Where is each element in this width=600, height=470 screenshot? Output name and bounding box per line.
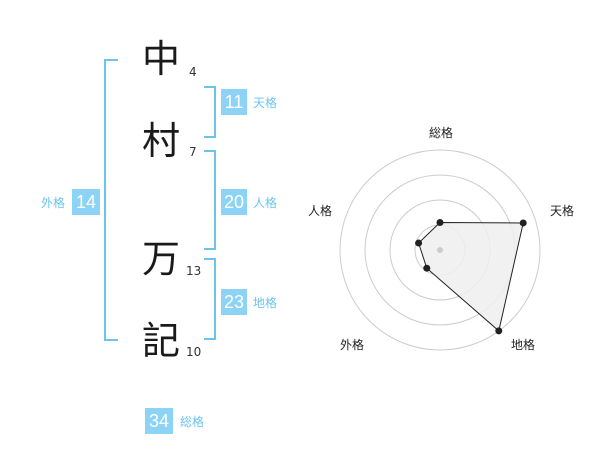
soukaku-value: 34 <box>145 408 173 434</box>
radar-ring <box>339 149 541 351</box>
chikaku-value: 23 <box>221 289 247 315</box>
radar-point-chikaku <box>495 327 503 335</box>
tenkaku-value: 11 <box>221 89 247 115</box>
name-char-1: 中 <box>142 37 181 81</box>
tenkaku-label: 天格 <box>253 96 278 110</box>
radar-center <box>437 247 443 253</box>
name-char-3: 万 <box>142 237 181 281</box>
soukaku-label: 総格 <box>180 415 205 429</box>
chikaku-label: 地格 <box>253 296 278 310</box>
jinkaku-bracket <box>204 150 216 250</box>
radar-label-soukaku: 総格 <box>429 126 454 140</box>
stroke-count-3: 13 <box>186 264 202 278</box>
radar-point-tenkaku <box>519 219 527 227</box>
radar-label-tenkaku: 天格 <box>550 204 575 218</box>
stroke-count-4: 10 <box>186 345 202 359</box>
radar-label-jinkaku: 人格 <box>308 204 333 218</box>
radar-point-soukaku <box>436 219 444 226</box>
radar-label-chikaku: 地格 <box>511 338 536 352</box>
stroke-count-2: 7 <box>189 145 197 159</box>
radar-area <box>418 221 524 332</box>
chikaku-bracket <box>204 258 216 340</box>
gaikaku-label: 外格 <box>41 196 66 210</box>
radar-point-jinkaku <box>415 239 423 247</box>
radar-point-gaikaku <box>423 264 431 272</box>
gaikaku-bracket <box>104 59 118 341</box>
jinkaku-label: 人格 <box>253 196 278 210</box>
radar-points <box>415 219 527 335</box>
stroke-count-1: 4 <box>189 65 197 79</box>
gaikaku-value: 14 <box>72 189 100 215</box>
radar-label-gaikaku: 外格 <box>340 338 365 352</box>
jinkaku-value: 20 <box>221 189 247 215</box>
name-char-2: 村 <box>142 119 181 163</box>
tenkaku-bracket <box>204 86 216 138</box>
name-char-4: 記 <box>142 319 181 363</box>
